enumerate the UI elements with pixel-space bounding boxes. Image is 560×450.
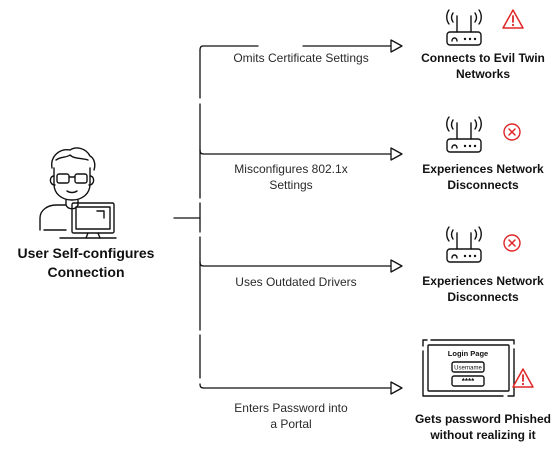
error-circle-icon	[503, 234, 521, 252]
outcome-network-disconnects-2: Experiences Network Disconnects	[422, 274, 544, 304]
login-username-field: Username	[454, 366, 482, 372]
outcome-password-phished: Gets password Phished without realizing …	[414, 412, 552, 442]
login-password-field: ****	[462, 377, 475, 386]
router-icon	[446, 226, 482, 263]
arrowhead-2	[390, 147, 403, 161]
user-label-line-2: Connection	[47, 264, 125, 280]
user-at-computer-icon	[39, 147, 117, 239]
arrowhead-3	[390, 259, 403, 273]
error-circle-icon	[503, 123, 521, 141]
router-icon	[446, 116, 482, 153]
branch-label-enters-password: Enters Password into a Portal	[234, 401, 348, 431]
outcome-network-disconnects-1: Experiences Network Disconnects	[422, 162, 544, 192]
outcome-evil-twin: Connects to Evil Twin Networks	[421, 51, 545, 81]
user-label: User Self-configures Connection	[0, 244, 172, 282]
connector-lines	[173, 45, 392, 389]
router-icon	[446, 9, 482, 46]
branch-label-outdated-drivers: Uses Outdated Drivers	[235, 275, 357, 289]
warning-triangle-icon	[512, 368, 534, 388]
warning-triangle-icon	[502, 9, 524, 29]
login-page-icon: Login Page Username ****	[422, 339, 515, 397]
user-label-line-1: User Self-configures	[17, 245, 155, 261]
branch-label-omits-certificate: Omits Certificate Settings	[233, 51, 369, 65]
branch-label-misconfigures: Misconfigures 802.1x Settings	[234, 162, 348, 192]
arrowhead-1	[390, 39, 403, 53]
login-page-title: Login Page	[448, 349, 488, 358]
arrowhead-4	[390, 381, 403, 395]
arrowheads	[390, 39, 403, 395]
